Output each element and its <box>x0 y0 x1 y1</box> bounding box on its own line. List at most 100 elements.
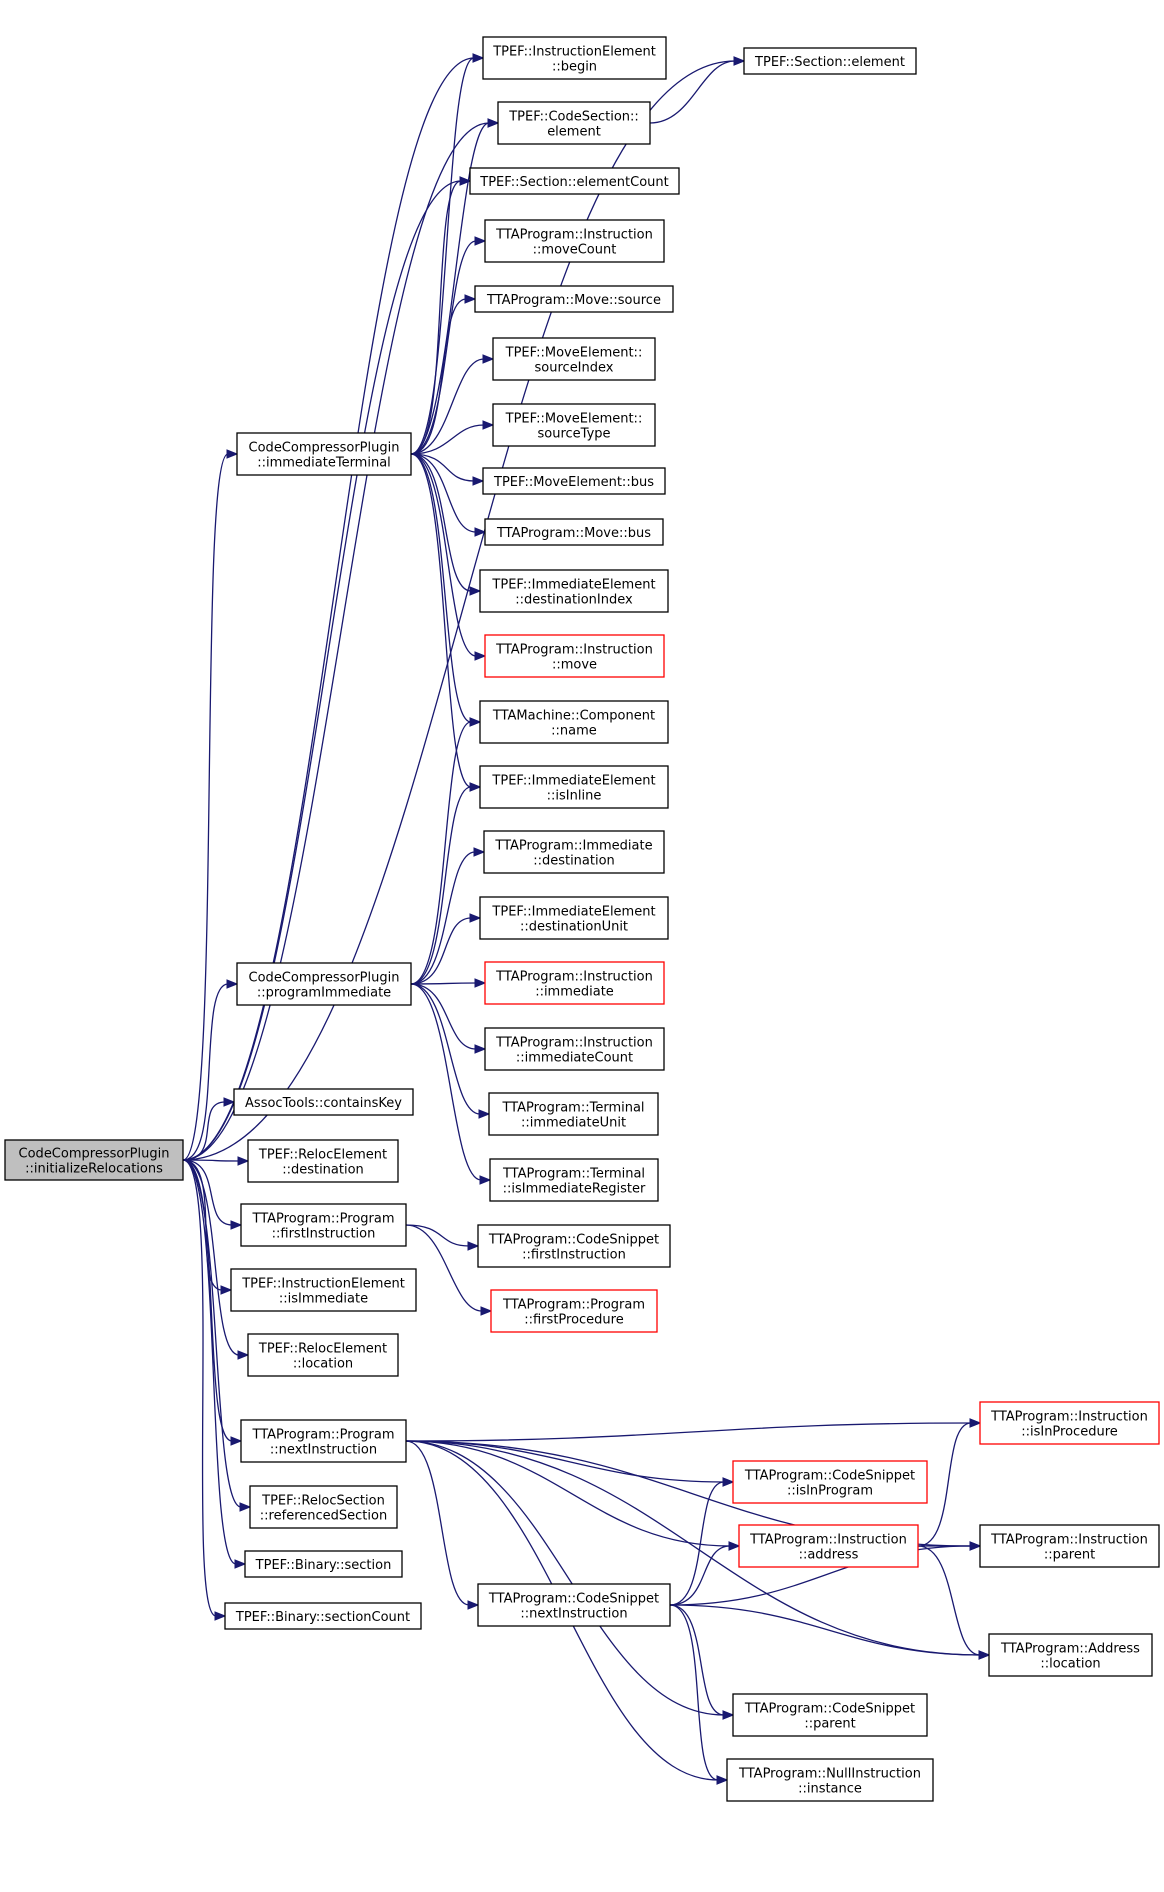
edge-imm_term-to-me_srctype <box>410 420 495 455</box>
node-me_bus[interactable]: TPEF::MoveElement::bus <box>482 467 666 495</box>
node-ie_begin[interactable]: TPEF::InstructionElement::begin <box>482 36 667 80</box>
node-addr_location[interactable]: TTAProgram::Address::location <box>988 1633 1153 1677</box>
node-instr_immcount[interactable]: TTAProgram::Instruction::immediateCount <box>484 1027 665 1071</box>
node-label: CodeCompressorPlugin <box>19 1147 170 1162</box>
node-bin_section[interactable]: TPEF::Binary::section <box>244 1550 403 1578</box>
node-label: TTAProgram::Instruction <box>749 1533 907 1548</box>
node-label: element <box>547 125 601 140</box>
node-label: TTAProgram::Address <box>1000 1642 1140 1657</box>
node-label: TTAProgram::Program <box>502 1298 645 1313</box>
node-move_source[interactable]: TTAProgram::Move::source <box>474 285 674 313</box>
node-re_dest[interactable]: TPEF::RelocElement::destination <box>247 1139 399 1183</box>
edge-root-to-prog_firstinstr <box>182 1159 243 1230</box>
edge-root-to-sec_elcount <box>182 176 472 1161</box>
edge-line <box>405 1422 972 1442</box>
node-label: TTAProgram::NullInstruction <box>738 1767 921 1782</box>
edge-line <box>669 1604 981 1656</box>
node-cs_parent[interactable]: TTAProgram::CodeSnippet::parent <box>732 1693 928 1737</box>
node-comp_name[interactable]: TTAMachine::Component::name <box>479 700 669 744</box>
edge-arrowhead <box>478 1109 491 1119</box>
edge-line <box>182 1159 237 1565</box>
node-box <box>236 432 412 476</box>
node-cs_element[interactable]: TPEF::CodeSection::element <box>497 101 651 145</box>
node-ime_destunit[interactable]: TPEF::ImmediateElement::destinationUnit <box>479 896 669 940</box>
edge-arrowhead <box>226 449 239 459</box>
edge-line <box>182 1159 217 1617</box>
node-sec_elcount[interactable]: TPEF::Section::elementCount <box>469 167 680 195</box>
node-label: ::location <box>1040 1657 1100 1672</box>
node-assoc_contains[interactable]: AssocTools::containsKey <box>233 1088 414 1116</box>
node-term_immunit[interactable]: TTAProgram::Terminal::immediateUnit <box>488 1092 659 1136</box>
edge-line <box>669 1545 972 1606</box>
edge-cs_nextinstr-to-instr_address <box>669 1541 741 1606</box>
node-cs_nextinstr[interactable]: TTAProgram::CodeSnippet::nextInstruction <box>477 1583 671 1627</box>
node-me_srcindex[interactable]: TPEF::MoveElement::sourceIndex <box>492 337 656 381</box>
node-cs_firstinstr[interactable]: TTAProgram::CodeSnippet::firstInstructio… <box>477 1224 671 1268</box>
node-label: TTAProgram::Program <box>252 1212 395 1227</box>
node-box <box>477 1224 671 1268</box>
node-label: ::nextInstruction <box>520 1607 627 1622</box>
edge-imm_term-to-ime_destindex <box>410 453 482 596</box>
edge-prog_imm-to-comp_name <box>410 717 482 985</box>
node-instr_address[interactable]: TTAProgram::Instruction::address <box>738 1524 919 1568</box>
node-instr_isinproc[interactable]: TTAProgram::Instruction::isInProcedure <box>979 1401 1160 1445</box>
edge-line <box>917 1422 972 1547</box>
node-box <box>732 1460 928 1504</box>
node-prog_firstproc[interactable]: TTAProgram::Program::firstProcedure <box>490 1289 658 1333</box>
node-root[interactable]: CodeCompressorPlugin::initializeRelocati… <box>4 1139 184 1181</box>
node-label: TTAProgram::Move::bus <box>496 526 651 541</box>
edge-line <box>669 1604 719 1781</box>
edge-prog_imm-to-imm_dest <box>410 847 486 985</box>
node-label: ::firstInstruction <box>522 1248 626 1263</box>
node-null_instance[interactable]: TTAProgram::NullInstruction::instance <box>726 1758 934 1802</box>
node-ie_isimm[interactable]: TPEF::InstructionElement::isImmediate <box>230 1268 417 1312</box>
node-term_isimmreg[interactable]: TTAProgram::Terminal::isImmediateRegiste… <box>489 1158 659 1202</box>
node-move_bus[interactable]: TTAProgram::Move::bus <box>484 518 664 546</box>
node-prog_imm[interactable]: CodeCompressorPlugin::programImmediate <box>236 962 412 1006</box>
edge-imm_term-to-me_srcindex <box>410 354 495 455</box>
node-me_srctype[interactable]: TPEF::MoveElement::sourceType <box>492 403 656 447</box>
node-box <box>479 700 669 744</box>
node-label: TTAProgram::CodeSnippet <box>744 1469 915 1484</box>
node-label: CodeCompressorPlugin <box>249 441 400 456</box>
edge-line <box>182 453 229 1161</box>
edge-line <box>410 983 481 1115</box>
node-instr_movecount[interactable]: TTAProgram::Instruction::moveCount <box>484 219 665 263</box>
edge-line <box>669 1481 725 1606</box>
node-imm_dest[interactable]: TTAProgram::Immediate::destination <box>483 830 665 874</box>
edge-line <box>410 982 477 985</box>
node-box <box>489 1158 659 1202</box>
edge-arrowhead <box>716 1775 729 1785</box>
edge-arrowhead <box>214 1611 227 1621</box>
node-instr_parent[interactable]: TTAProgram::Instruction::parent <box>979 1524 1160 1568</box>
node-cs_isinprog[interactable]: TTAProgram::CodeSnippet::isInProgram <box>732 1460 928 1504</box>
node-ime_isinline[interactable]: TPEF::ImmediateElement::isInline <box>479 765 669 809</box>
edge-arrowhead <box>459 176 472 186</box>
node-label: TTAProgram::Instruction <box>990 1533 1148 1548</box>
node-re_location[interactable]: TPEF::RelocElement::location <box>247 1333 399 1377</box>
node-rs_refsection[interactable]: TPEF::RelocSection::referencedSection <box>249 1485 398 1529</box>
edge-instr_address-to-addr_location <box>917 1545 991 1660</box>
edge-prog_imm-to-ime_isinline <box>410 782 482 985</box>
node-instr_move[interactable]: TTAProgram::Instruction::move <box>484 634 665 678</box>
node-label: TPEF::ImmediateElement <box>491 774 655 789</box>
node-sec_element[interactable]: TPEF::Section::element <box>743 47 917 75</box>
node-label: ::name <box>551 724 597 739</box>
node-ime_destindex[interactable]: TPEF::ImmediateElement::destinationIndex <box>479 569 669 613</box>
node-instr_imm[interactable]: TTAProgram::Instruction::immediate <box>484 961 665 1005</box>
edge-arrowhead <box>464 294 477 304</box>
node-bin_seccount[interactable]: TPEF::Binary::sectionCount <box>224 1602 422 1630</box>
node-prog_nextinstr[interactable]: TTAProgram::Program::nextInstruction <box>240 1419 407 1463</box>
node-label: ::immediate <box>535 985 614 1000</box>
edge-arrowhead <box>978 1650 991 1660</box>
node-prog_firstinstr[interactable]: TTAProgram::Program::firstInstruction <box>240 1203 407 1247</box>
node-label: TPEF::MoveElement:: <box>505 346 643 361</box>
node-imm_term[interactable]: CodeCompressorPlugin::immediateTerminal <box>236 432 412 476</box>
node-label: TPEF::MoveElement::bus <box>493 475 654 490</box>
edge-root-to-re_location <box>182 1159 250 1360</box>
node-label: TPEF::Binary::sectionCount <box>235 1610 410 1625</box>
edge-prog_nextinstr-to-cs_nextinstr <box>405 1440 480 1610</box>
edge-arrowhead <box>722 1477 735 1487</box>
edge-line <box>405 1440 731 1547</box>
edge-line <box>649 60 736 124</box>
